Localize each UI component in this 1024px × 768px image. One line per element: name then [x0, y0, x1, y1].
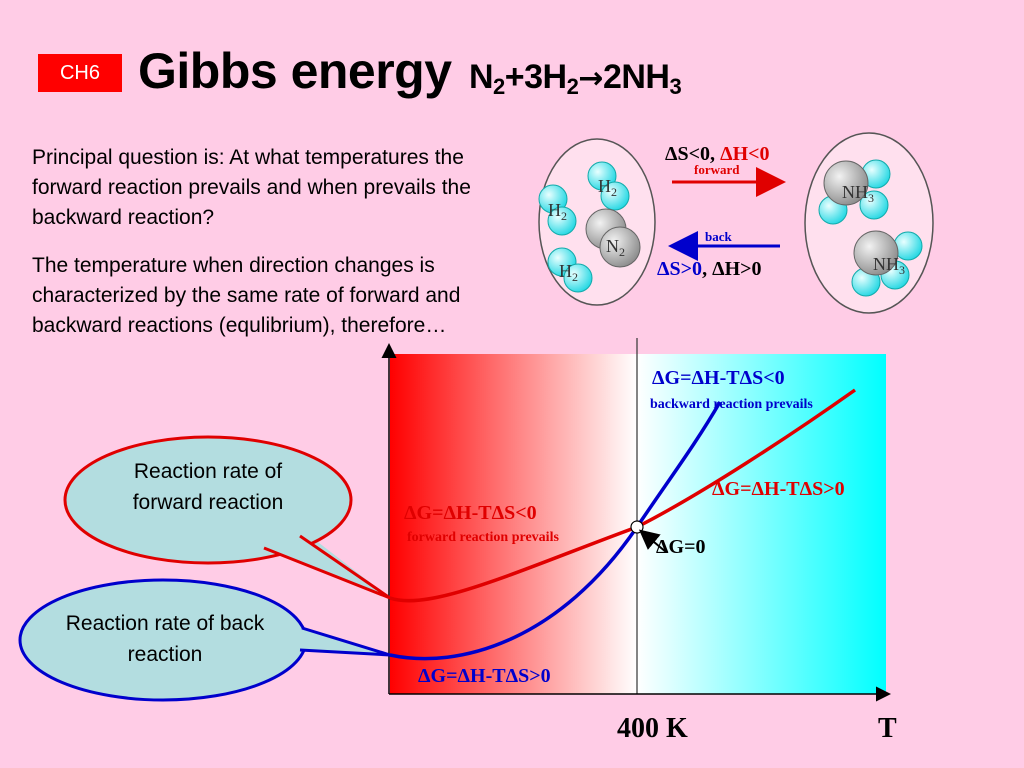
label-h2-left: H2: [548, 200, 567, 223]
equilibrium-label: ΔG=0: [656, 536, 706, 558]
nh3-molecule-bottom: [851, 230, 923, 297]
backward-region: [637, 354, 886, 694]
title-reaction: N2+3H2→2NH3: [468, 58, 682, 99]
forward-region: [390, 354, 637, 694]
title-text: Gibbs energy: [138, 43, 452, 99]
forward-region-formula: ΔG=ΔH-TΔS<0: [404, 502, 537, 524]
reaction-n-sub: 2: [493, 74, 505, 99]
reaction-plus-h: +3H: [504, 58, 567, 96]
back-conditions: ΔS>0, ΔH>0: [657, 258, 762, 280]
back-callout-text: Reaction rate of back reaction: [65, 612, 265, 666]
x-axis-label: T: [878, 713, 897, 744]
n2-molecule: [585, 208, 641, 268]
forward-callout-tail: [263, 534, 392, 600]
h2-molecule-left: [538, 184, 577, 236]
backward-rate-curve: [389, 401, 722, 661]
h2-molecule-bottom: [547, 247, 593, 293]
backward-region-formula: ΔG=ΔH-TΔS<0: [652, 367, 785, 389]
equilibrium-point: [630, 520, 644, 534]
reaction-h-sub: 2: [566, 74, 579, 99]
label-h2-top: H2: [598, 176, 617, 199]
backward-region-note: backward reaction prevails: [650, 397, 813, 412]
back-callout-tail: [299, 626, 392, 657]
back-label: back: [705, 229, 733, 244]
nh3-molecule-top: [818, 159, 891, 225]
forward-label: forward: [694, 162, 740, 177]
x-tick-label: 400 K: [617, 713, 688, 744]
red-curve-formula: ΔG=ΔH-TΔS>0: [712, 478, 845, 500]
question-paragraph: Principal question is: At what temperatu…: [32, 146, 471, 229]
reaction-product: 2NH: [602, 58, 670, 96]
equilibrium-pointer: [638, 529, 667, 553]
chapter-badge: CH6: [38, 54, 122, 92]
label-n2: N2: [606, 236, 625, 259]
page-title: Gibbs energy N2+3H2→2NH3: [138, 42, 682, 100]
forward-region-note: forward reaction prevails: [407, 530, 559, 545]
label-nh3-top: NH3: [842, 182, 874, 205]
forward-callout: [63, 435, 353, 565]
label-nh3-bottom: NH3: [873, 254, 905, 277]
explanation-paragraph: The temperature when direction changes i…: [32, 254, 461, 337]
bottom-region-formula: ΔG=ΔH-TΔS>0: [418, 665, 551, 687]
reaction-n: N: [468, 58, 494, 96]
h2-molecule-top: [587, 161, 630, 211]
reaction-product-sub: 3: [669, 74, 682, 99]
reaction-arrow: →: [578, 61, 603, 96]
forward-callout-text: Reaction rate of forward reaction: [132, 460, 284, 514]
label-h2-bottom: H2: [559, 261, 578, 284]
forward-conditions: ΔS<0, ΔH<0: [665, 143, 770, 165]
